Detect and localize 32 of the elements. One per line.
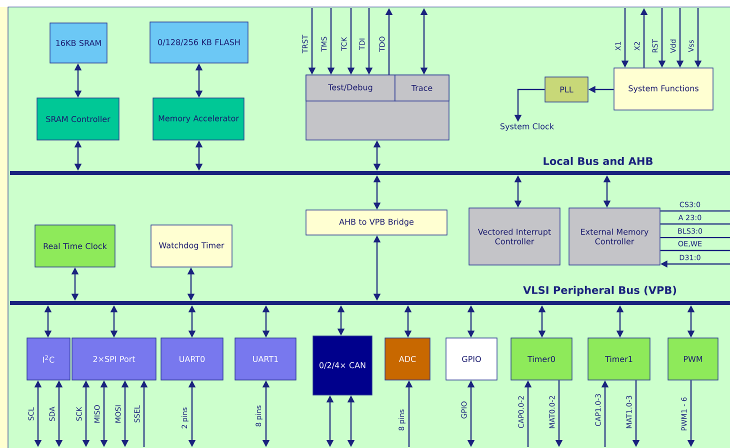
peripheral-box: I$^{2}$C <box>26 338 70 380</box>
pll-box: PLL <box>544 76 588 102</box>
peripheral-box: 0/2/4× CAN <box>312 336 372 396</box>
peripheral-box: UART0 <box>160 338 224 380</box>
node-label: VLSI Peripheral Bus (VPB) <box>523 286 676 296</box>
controller-box: Memory Accelerator <box>152 98 244 140</box>
peripheral-box: PWM <box>668 338 718 380</box>
bridge-box: AHB to VPB Bridge <box>306 210 448 236</box>
peripheral-box: Timer1 <box>588 338 650 380</box>
controller-box: Vectored Interrupt Controller <box>468 208 560 266</box>
peripheral-box: 2×SPI Port <box>72 338 156 380</box>
signal-line <box>660 250 730 252</box>
peripheral-box: Real Time Clock <box>34 224 116 268</box>
signal-line <box>660 223 730 225</box>
controller-box: External Memory Controller <box>568 208 660 266</box>
bus-bar: VLSI Peripheral Bus (VPB) <box>10 286 730 305</box>
peripheral-box: ADC <box>384 338 430 380</box>
module-box: Test/Debug <box>306 74 396 102</box>
controller-box: SRAM Controller <box>36 98 120 140</box>
signal-line <box>660 210 730 212</box>
peripheral-box: Watchdog Timer <box>150 224 232 268</box>
memory-box: 16KB SRAM <box>50 22 108 64</box>
peripheral-box: GPIO <box>446 338 498 380</box>
peripheral-box: Timer0 <box>510 338 572 380</box>
function-box: System Functions <box>614 68 714 110</box>
bus-bar: Local Bus and AHB <box>10 156 730 175</box>
node-label: Local Bus and AHB <box>544 156 653 166</box>
signal-label: System Clock <box>500 123 554 131</box>
module-box: Trace <box>394 74 450 102</box>
peripheral-box: UART1 <box>234 338 296 380</box>
memory-box: 0/128/256 KB FLASH <box>150 22 248 64</box>
signal-line <box>660 236 730 238</box>
